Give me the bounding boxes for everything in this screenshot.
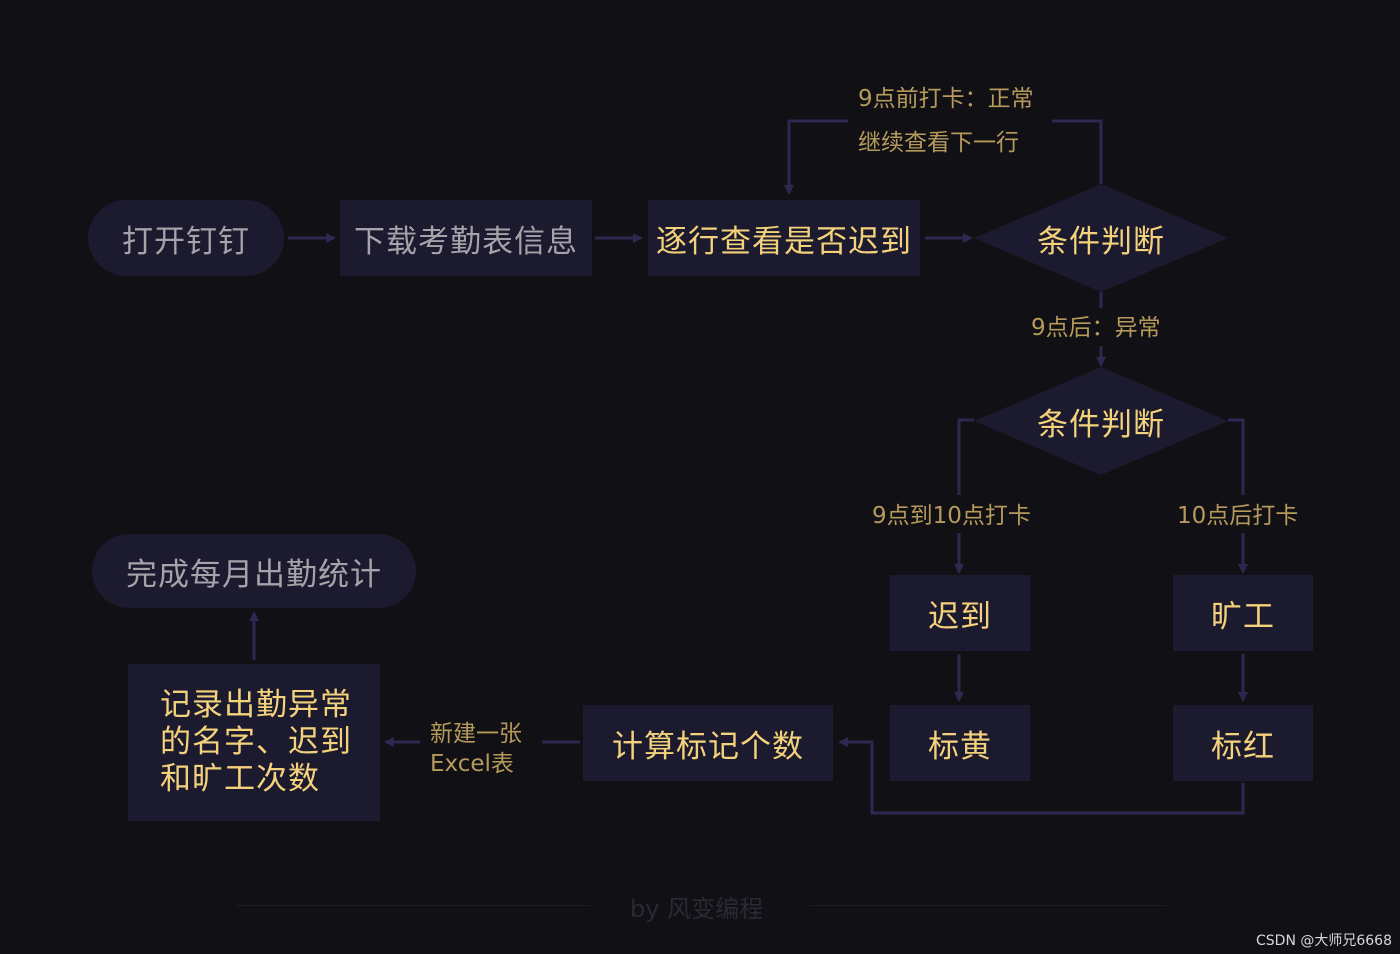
branch-left-to-late (959, 418, 974, 572)
record-node: 记录出勤异常 的名字、迟到 和旷工次数 (128, 664, 380, 821)
next-row-label: 继续查看下一行 (858, 130, 1019, 156)
condition-1-label: 条件判断 (1037, 223, 1165, 260)
loop-normal-to-check (789, 119, 1103, 193)
footer-divider-right (810, 905, 1166, 906)
condition-diamond-2: 条件判断 (974, 367, 1228, 475)
branch-right-to-absent (1228, 418, 1243, 572)
after-ten-label: 10点后打卡 (1177, 503, 1299, 529)
merge-red-to-count (838, 737, 1245, 815)
nine-to-ten-label: 9点到10点打卡 (872, 503, 1031, 529)
before-nine-label: 9点前打卡：正常 (858, 86, 1034, 112)
after-nine-label: 9点后：异常 (1031, 315, 1161, 341)
check-each-row-node: 逐行查看是否迟到 (648, 200, 920, 276)
new-excel-label: 新建一张 Excel表 (430, 721, 522, 777)
diamond-shape (974, 184, 1228, 292)
footer-credit: by 风变编程 (630, 895, 764, 923)
csdn-watermark: CSDN @大师兄6668 (1256, 933, 1392, 949)
open-dingtalk-node: 打开钉钉 (88, 200, 284, 276)
count-marks-node: 计算标记个数 (583, 705, 833, 781)
late-node: 迟到 (890, 575, 1030, 651)
mark-red-node: 标红 (1173, 705, 1313, 781)
finish-node: 完成每月出勤统计 (92, 534, 416, 608)
mark-yellow-node: 标黄 (890, 705, 1030, 781)
footer-divider-left (236, 905, 590, 906)
download-attendance-node: 下载考勤表信息 (340, 200, 592, 276)
diamond-shape (974, 367, 1228, 475)
absent-node: 旷工 (1173, 575, 1313, 651)
condition-diamond-1: 条件判断 (974, 184, 1228, 292)
condition-2-label: 条件判断 (1037, 406, 1165, 443)
